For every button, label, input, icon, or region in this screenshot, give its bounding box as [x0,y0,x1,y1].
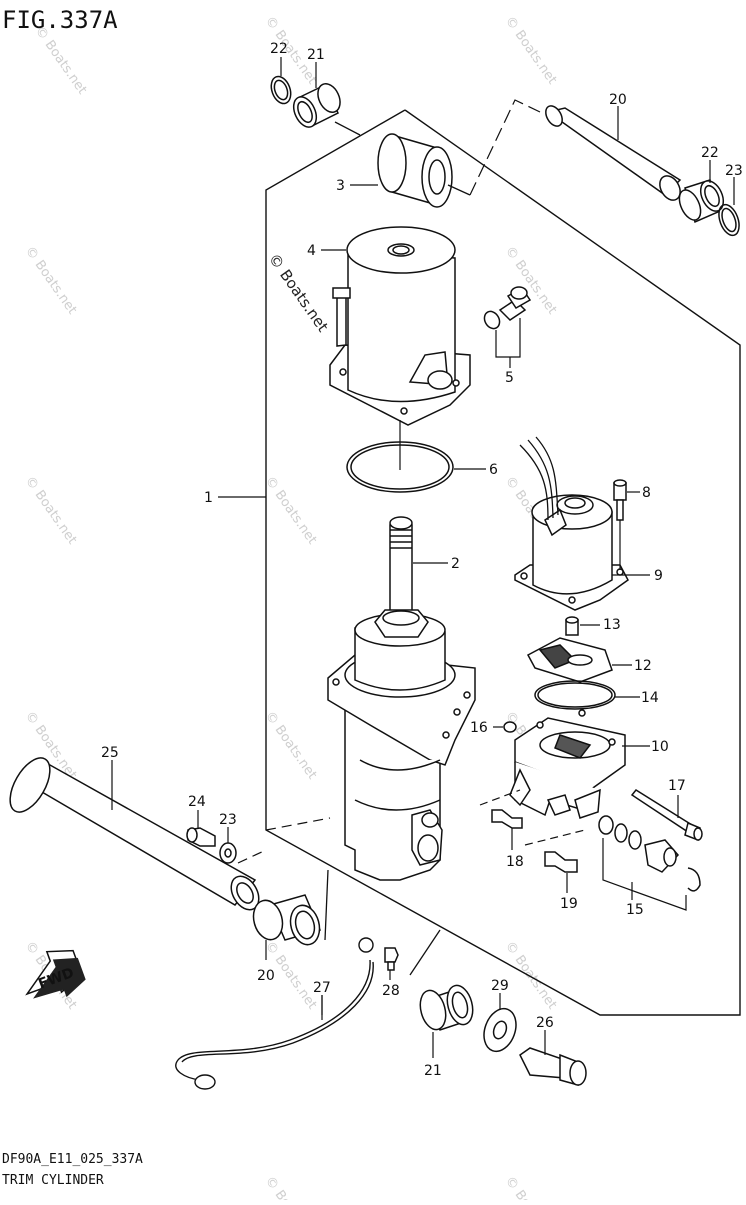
callout-20-left: 20 [257,968,275,984]
callout-22: 22 [270,41,288,57]
callout-28: 28 [382,983,400,999]
callout-21: 21 [307,47,325,63]
callout-21-right: 22 [701,145,719,161]
watermark: © Boats.net [502,1174,560,1200]
part-22-snap-ring-top [270,75,292,105]
watermark: © Boats.net [22,244,80,318]
callout-6: 6 [489,462,498,478]
part-22-snap-ring-right [718,203,740,237]
callout-23: 23 [219,812,237,828]
callout-29: 29 [491,978,509,994]
figure-title: FIG.337A [2,6,118,34]
callout-labels: 22 21 3 4 5 6 1 2 20 22 23 8 9 13 12 14 … [101,41,743,1079]
part-27-ground-wire [175,937,374,1090]
part-25-tilt-pin [9,757,260,911]
part-28-bolt [384,947,399,971]
part-20-bushing-left [252,894,322,946]
watermark: © Boats.net [262,1174,320,1200]
callout-12: 13 [603,617,621,633]
part-21-bushing-right [678,179,725,224]
figure-name: TRIM CYLINDER [2,1173,104,1188]
part-10-valve-body [509,709,626,819]
part-17-bolt [491,809,523,829]
callout-15: 16 [470,720,488,736]
part-3-bushing [377,133,453,208]
callout-19: 20 [609,92,627,108]
callout-18: 19 [560,896,578,912]
callout-8: 8 [642,485,651,501]
callout-20-bottom: 21 [424,1063,442,1079]
callout-22-right: 23 [725,163,743,179]
part-14-check-valve-kit [598,815,701,892]
watermark: © Boats.net [502,939,560,1013]
part-16-bolt [630,789,703,842]
callout-3: 3 [336,178,345,194]
boats-net-stamp: © Boats.net [265,250,332,335]
callout-2: 2 [451,556,460,572]
callout-13: 14 [641,690,659,706]
callout-24: 24 [188,794,206,810]
callout-5: 5 [505,370,514,386]
leader [495,318,521,358]
callout-26: 26 [536,1015,554,1031]
part-4-reservoir-cylinder [329,226,471,426]
part-2-piston-rod [389,516,413,619]
callout-9: 9 [654,568,663,584]
callout-27: 27 [313,980,331,996]
figure-code: DF90A_E11_025_337A [2,1152,143,1167]
part-8-bolt [613,479,627,521]
part-12-pin [565,616,579,636]
callout-25: 25 [101,745,119,761]
watermarks: © Boats.net © Boats.net © Boats.net © Bo… [22,14,560,1205]
callout-11: 12 [634,658,652,674]
callout-17: 18 [506,854,524,870]
callout-1: 1 [204,490,213,506]
cylinder-body [327,609,476,881]
part-29-washer [483,1007,517,1053]
part-26-bolt [519,1047,587,1086]
watermark: © Boats.net [502,14,560,88]
part-23-washer [219,842,237,864]
part-24-bolt [186,827,216,847]
leader [334,121,361,136]
watermark: © Boats.net [22,474,80,548]
part-5-fitting [483,286,532,330]
part-20-bushing-bottom [419,984,474,1031]
callout-4: 4 [307,243,316,259]
part-21-bushing-top [292,83,341,128]
watermark: © Boats.net [262,709,320,783]
watermark: © Boats.net [32,24,90,98]
assembly-boundary [265,109,741,1016]
part-11-plate [526,637,613,683]
callout-16: 17 [668,778,686,794]
part-13-o-ring [534,680,616,710]
part-9-trim-motor [514,494,629,611]
leader-dashed [469,99,541,196]
callout-10: 10 [651,739,669,755]
motor-wires [519,436,559,521]
callout-leaders [111,57,735,1015]
part-18-bolt [544,851,578,873]
part-15-o-ring [503,721,517,733]
watermark: © Boats.net [262,474,320,548]
part-19-pin [545,105,682,201]
callout-14: 15 [626,902,644,918]
fwd-arrow-icon: FWD [25,949,86,999]
